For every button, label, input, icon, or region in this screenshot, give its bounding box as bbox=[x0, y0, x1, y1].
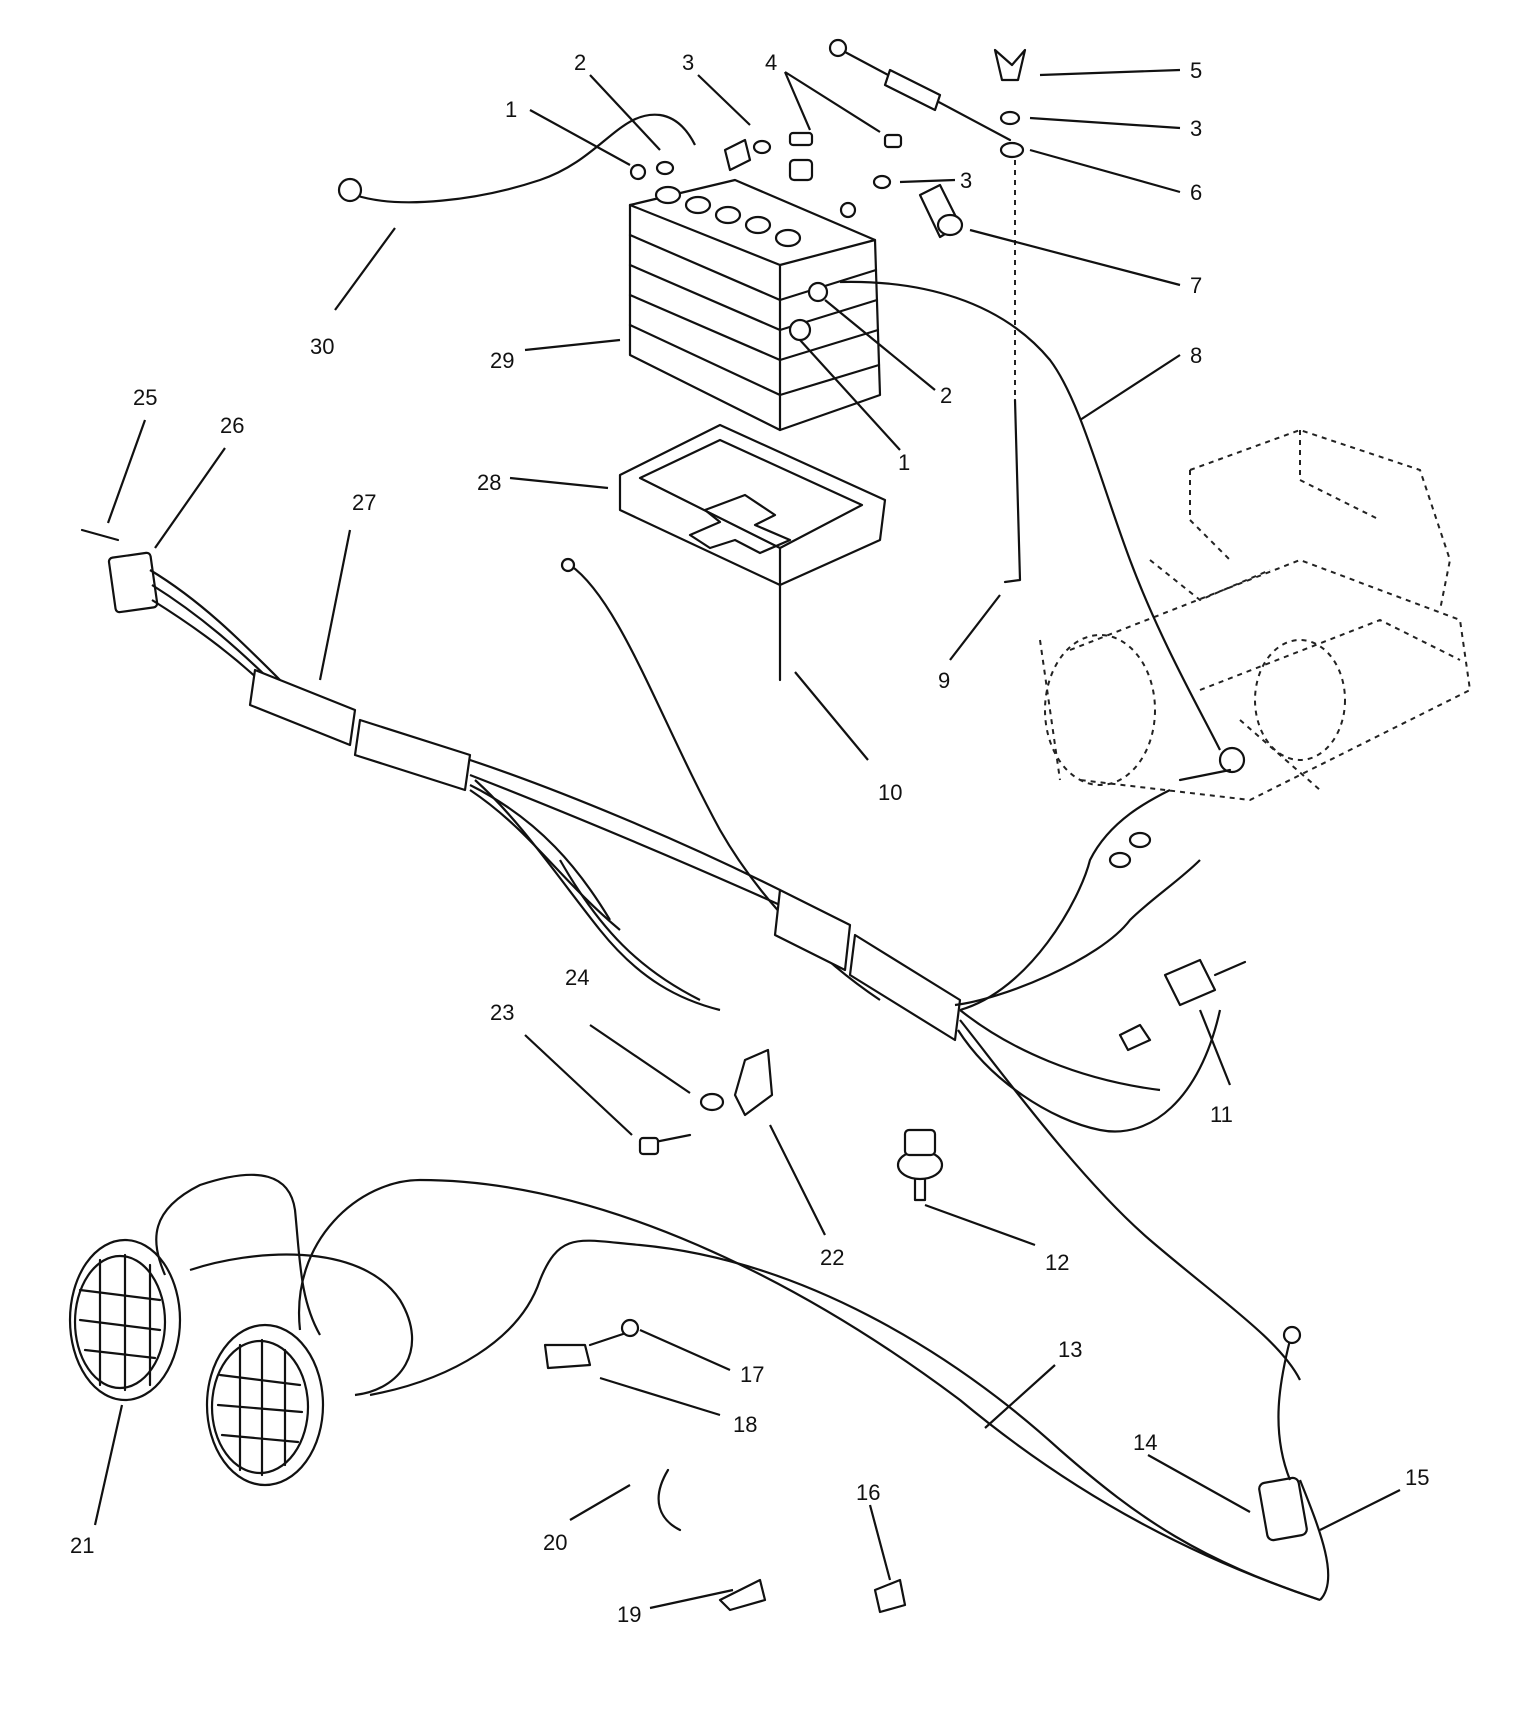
callout-4: 4 bbox=[765, 50, 777, 75]
callout-17: 17 bbox=[740, 1362, 764, 1387]
headlight-right bbox=[205, 1323, 325, 1487]
battery-tray bbox=[618, 423, 887, 587]
harness-connector bbox=[1258, 1325, 1308, 1542]
callout-3b: 3 bbox=[1190, 116, 1202, 141]
callout-29: 29 bbox=[490, 348, 514, 373]
callout-5: 5 bbox=[1190, 58, 1202, 83]
sender-11 bbox=[1118, 958, 1247, 1052]
callout-26: 26 bbox=[220, 413, 244, 438]
callout-labels: 1 2 3 4 5 3 6 3 7 8 2 1 30 29 25 26 27 2… bbox=[70, 50, 1429, 1627]
callout-24: 24 bbox=[565, 965, 589, 990]
hold-down-rod bbox=[1003, 160, 1022, 584]
callout-1b: 1 bbox=[898, 450, 910, 475]
callout-22: 22 bbox=[820, 1245, 844, 1270]
callout-21: 21 bbox=[70, 1533, 94, 1558]
callout-18: 18 bbox=[733, 1412, 757, 1437]
callout-14: 14 bbox=[1133, 1430, 1157, 1455]
callout-7: 7 bbox=[1190, 273, 1202, 298]
callout-13: 13 bbox=[1058, 1337, 1082, 1362]
callout-12: 12 bbox=[1045, 1250, 1069, 1275]
headlight-left bbox=[68, 1238, 182, 1402]
callout-16: 16 bbox=[856, 1480, 880, 1505]
callout-11: 11 bbox=[1210, 1102, 1233, 1127]
sender-12 bbox=[896, 1128, 944, 1202]
callout-20: 20 bbox=[543, 1530, 567, 1555]
hold-down-strap bbox=[828, 38, 1027, 159]
battery-cable-negative bbox=[337, 113, 696, 204]
callout-27: 27 bbox=[352, 490, 376, 515]
clamp-hardware bbox=[638, 1048, 774, 1156]
callout-25: 25 bbox=[133, 385, 157, 410]
leader-lines bbox=[93, 68, 1401, 1610]
main-harness bbox=[80, 528, 1301, 1381]
starter-motor-phantom bbox=[1039, 428, 1472, 802]
battery bbox=[628, 158, 882, 432]
headlight-wiring bbox=[155, 1173, 1330, 1602]
callout-8: 8 bbox=[1190, 343, 1202, 368]
callout-1a: 1 bbox=[505, 97, 517, 122]
terminal-hardware bbox=[629, 131, 964, 239]
callout-19: 19 bbox=[617, 1602, 641, 1627]
callout-28: 28 bbox=[477, 470, 501, 495]
callout-9: 9 bbox=[938, 668, 950, 693]
callout-2a: 2 bbox=[574, 50, 586, 75]
callout-3c: 3 bbox=[960, 168, 972, 193]
callout-15: 15 bbox=[1405, 1465, 1429, 1490]
callout-3a: 3 bbox=[682, 50, 694, 75]
small-parts bbox=[543, 768, 1232, 1614]
callout-23: 23 bbox=[490, 1000, 514, 1025]
callout-6: 6 bbox=[1190, 180, 1202, 205]
callout-10: 10 bbox=[878, 780, 902, 805]
battery-cable-positive bbox=[839, 280, 1246, 774]
callout-30: 30 bbox=[310, 334, 334, 359]
callout-2b: 2 bbox=[940, 383, 952, 408]
